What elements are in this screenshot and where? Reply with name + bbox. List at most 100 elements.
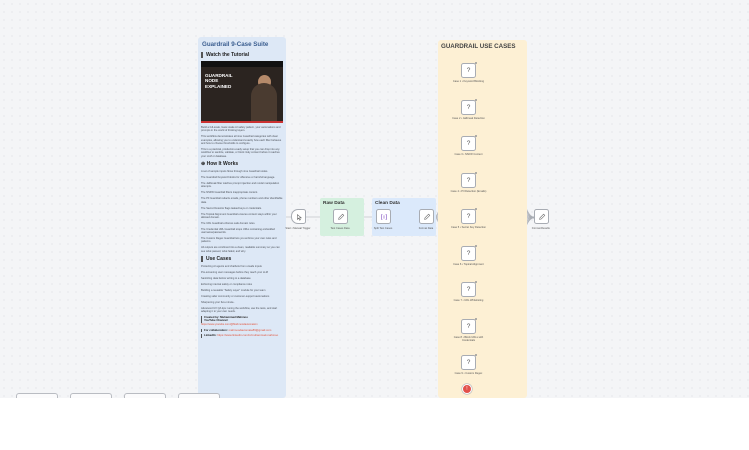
pencil-icon: [337, 213, 344, 220]
case-label: Case 3 • NSFW Content: [454, 153, 483, 156]
manual-trigger-label: Start • Manual Trigger: [285, 227, 311, 230]
case-node[interactable]: ?: [461, 282, 476, 297]
pencil-icon: [538, 213, 545, 220]
question-mark-icon: ?: [466, 359, 471, 366]
youtube-label: YouTube Channel:: [201, 318, 283, 323]
how-item: The URL Guardrail enforces safe domain r…: [201, 221, 256, 225]
question-mark-icon: ?: [466, 140, 471, 147]
use-case-item: Protecting AI agents and chatbots from u…: [201, 265, 262, 269]
use-case-item: Sanitizing data before writing to a data…: [201, 276, 251, 280]
created-by: Created by: Muhammad Mahmoo: [201, 315, 283, 320]
intro-paragraphs: Build a full-scale, lower-stake AI safet…: [201, 126, 283, 158]
question-mark-icon: ?: [466, 67, 471, 74]
split-label: Split Test Cases: [373, 227, 393, 230]
linkedin-label: LinkedIn:: [204, 333, 217, 338]
split-node[interactable]: [376, 209, 391, 224]
connector-dot: [475, 62, 477, 64]
cursor-click-icon: [296, 213, 302, 221]
use-case-item: Creating safer community or customer-sup…: [201, 294, 270, 298]
test-cases-label: Test Cases Data: [330, 227, 350, 230]
collab-row: For collaboration: mahmoodautomate89@gma…: [201, 327, 283, 332]
pencil-icon: [423, 213, 430, 220]
intro-paragraph: Build a full-scale, lower-stake AI safet…: [201, 126, 281, 133]
workflow-canvas[interactable]: Guardrail 9-Case Suite Watch the Tutoria…: [0, 0, 749, 398]
case-label: Case 4 • PII Detection (Emails): [450, 189, 487, 193]
connector-dot: [475, 281, 477, 283]
use-cases-list: Protecting AI agents and chatbots from u…: [201, 265, 283, 313]
how-item: All outputs are combined into a clean, r…: [201, 246, 280, 253]
case-label: Case 2 • Jailbreak Detection: [452, 116, 485, 120]
format-results-label: Format Results: [532, 227, 550, 230]
format-results-node[interactable]: [534, 209, 549, 224]
collab-link[interactable]: mahmoodautomate89@gmail.com: [228, 327, 272, 332]
video-progress-bar: [201, 121, 283, 123]
how-item: The Guardrail Keyword blocks for offensi…: [201, 176, 276, 180]
tutorial-video-thumbnail[interactable]: GUARDRAIL NODE EXPLAINED: [201, 61, 283, 123]
bottom-panel-tab-2[interactable]: [70, 393, 112, 398]
question-mark-icon: ?: [466, 176, 471, 184]
how-item: A set of sample inputs flows through nin…: [201, 170, 269, 174]
collab-label: For collaboration:: [204, 327, 228, 332]
connector-dot: [475, 171, 477, 174]
question-mark-icon: ?: [466, 249, 471, 257]
how-it-works-list: A set of sample inputs flows through nin…: [201, 170, 283, 253]
split-out-icon: [380, 213, 387, 220]
blank-area: [0, 398, 749, 450]
case-node[interactable]: ?: [461, 355, 476, 370]
case-node[interactable]: ?: [461, 99, 476, 115]
how-item: The Credential URL Guardrail stops URLs …: [201, 227, 275, 235]
question-mark-icon: ?: [466, 103, 471, 111]
how-item: The PII Guardrail redacts emails, phone …: [201, 197, 283, 204]
case-label: Case 1 • Keyword Blocking: [452, 80, 485, 83]
use-cases-title: GUARDRAIL USE CASES: [441, 43, 516, 50]
use-case-item: Building a reusable "Safety Layer" modul…: [201, 288, 266, 292]
connector-dot: [475, 317, 477, 320]
section-heading-how: ⊕ How It Works: [201, 161, 239, 168]
bottom-panel-tab-4[interactable]: [178, 393, 220, 398]
linkedin-link[interactable]: https://www.linkedin.com/in/muhammad-mah…: [217, 333, 279, 338]
video-title: GUARDRAIL NODE EXPLAINED: [205, 73, 233, 89]
section-heading-use-cases: Use Cases: [201, 256, 283, 263]
clean-data-label: Clean Data: [375, 201, 400, 206]
case-node[interactable]: ?: [461, 245, 476, 261]
case-node[interactable]: ?: [461, 318, 476, 334]
connector-dot: [475, 354, 477, 356]
case-node[interactable]: ?: [461, 136, 476, 151]
case-label: Case 8 • Block URLs with Credentials: [453, 335, 484, 342]
question-mark-icon: ?: [466, 213, 471, 220]
use-case-item: Pre-screening user messages before they …: [201, 271, 268, 275]
stop-circle-icon[interactable]: !: [462, 384, 472, 394]
case-label: Case 6 • Topical Alignment: [453, 262, 484, 266]
how-item: The Topical Alignment Guardrail ensures …: [201, 212, 277, 219]
case-node[interactable]: ?: [461, 209, 476, 224]
case-label: Case 5 • Secret Key Detection: [451, 226, 486, 229]
linkedin-row: LinkedIn: https://www.linkedin.com/in/mu…: [201, 333, 283, 338]
use-case-item: Sharpening your five-minute-: [201, 300, 235, 304]
case-node[interactable]: ?: [461, 63, 476, 78]
how-item: The Custom Regex Guardrail lets you enfo…: [201, 237, 277, 244]
connector-dot: [475, 135, 477, 137]
sticky-note-overview[interactable]: Guardrail 9-Case Suite Watch the Tutoria…: [198, 37, 286, 398]
intro-paragraph: This is a practical, production-ready se…: [201, 148, 280, 158]
intro-paragraph: This workflow demonstrates all nine Guar…: [201, 135, 282, 146]
raw-data-label: Raw Data: [323, 201, 345, 206]
use-case-item: Enforcing internal safety or compliance …: [201, 282, 253, 286]
how-item: The NSFW Guardrail filters inappropriate…: [201, 191, 258, 195]
test-cases-node[interactable]: [333, 209, 348, 224]
sticky-guardrail-use-cases[interactable]: GUARDRAIL USE CASES: [438, 40, 527, 398]
manual-trigger-node[interactable]: [291, 209, 306, 224]
case-node[interactable]: ?: [461, 172, 476, 188]
case-label: Case 7 • URL Whitelisting: [453, 299, 484, 302]
bottom-panel-tab-1[interactable]: [16, 393, 58, 398]
how-item: The Jailbreak filter catches prompt inje…: [201, 182, 280, 189]
question-mark-icon: ?: [466, 286, 471, 293]
how-item: The Secret Detector flags leaked keys or…: [201, 206, 262, 210]
use-case-item: Advanced UX QA tips: tuning the workflow…: [201, 306, 278, 313]
presenter-body: [251, 83, 277, 123]
note-title: Guardrail 9-Case Suite: [202, 41, 269, 48]
connector-dot: [475, 244, 477, 247]
question-mark-icon: ?: [466, 322, 471, 330]
youtube-link[interactable]: https://www.youtube.com/@Mahmoodautomati…: [201, 322, 258, 326]
bottom-panel-tab-3[interactable]: [124, 393, 166, 398]
format-data-node[interactable]: [419, 209, 434, 224]
